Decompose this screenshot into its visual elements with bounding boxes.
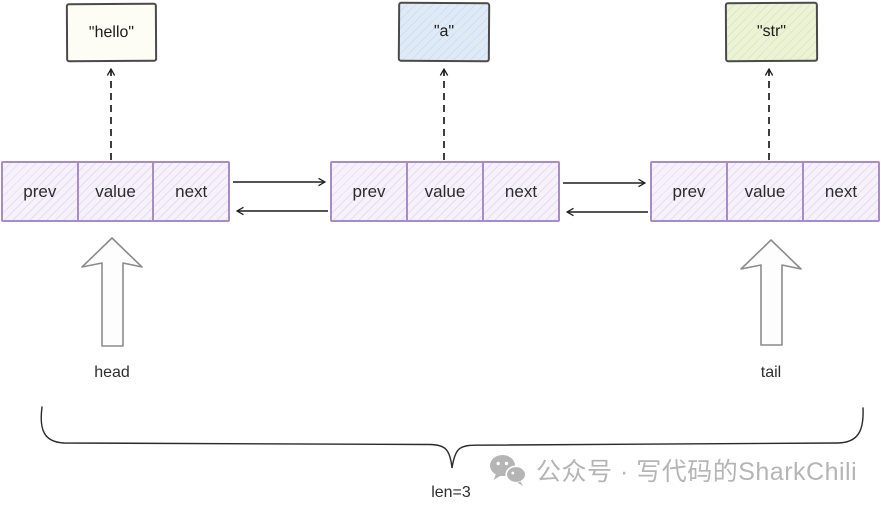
list-node-1: prev value next — [1, 161, 230, 222]
value-box-a: "a" — [397, 1, 491, 63]
node-2-cell-next: next — [482, 163, 558, 220]
list-node-2: prev value next — [330, 161, 560, 222]
tail-arrow-shape — [740, 239, 802, 346]
head-arrow-shape — [81, 237, 143, 347]
value-box-hello: "hello" — [65, 2, 158, 63]
value-box-hello-text: "hello" — [88, 23, 135, 41]
wechat-icon — [489, 455, 527, 486]
node-3-cell-prev: prev — [672, 181, 706, 201]
node-1-cell-next: next — [152, 163, 228, 220]
node-3-cell-next: next — [802, 163, 878, 220]
tail-label: tail — [760, 364, 782, 381]
watermark: 公众号 · 写代码的SharkChili — [489, 452, 857, 488]
node-2-cell-value: value — [406, 163, 482, 220]
head-label: head — [94, 364, 130, 381]
value-box-a-text: "a" — [433, 22, 455, 41]
length-label: len=3 — [431, 484, 471, 501]
value-box-str: "str" — [724, 1, 819, 63]
list-node-3: prev value next — [650, 161, 880, 222]
node-3-cell-value: value — [726, 163, 802, 220]
value-box-str-text: "str" — [756, 22, 787, 41]
node-2-cell-prev: prev — [352, 181, 386, 201]
node-1-cell-prev: prev — [23, 181, 57, 201]
watermark-text: 公众号 · 写代码的SharkChili — [536, 458, 858, 486]
node-1-cell-value: value — [76, 163, 153, 220]
